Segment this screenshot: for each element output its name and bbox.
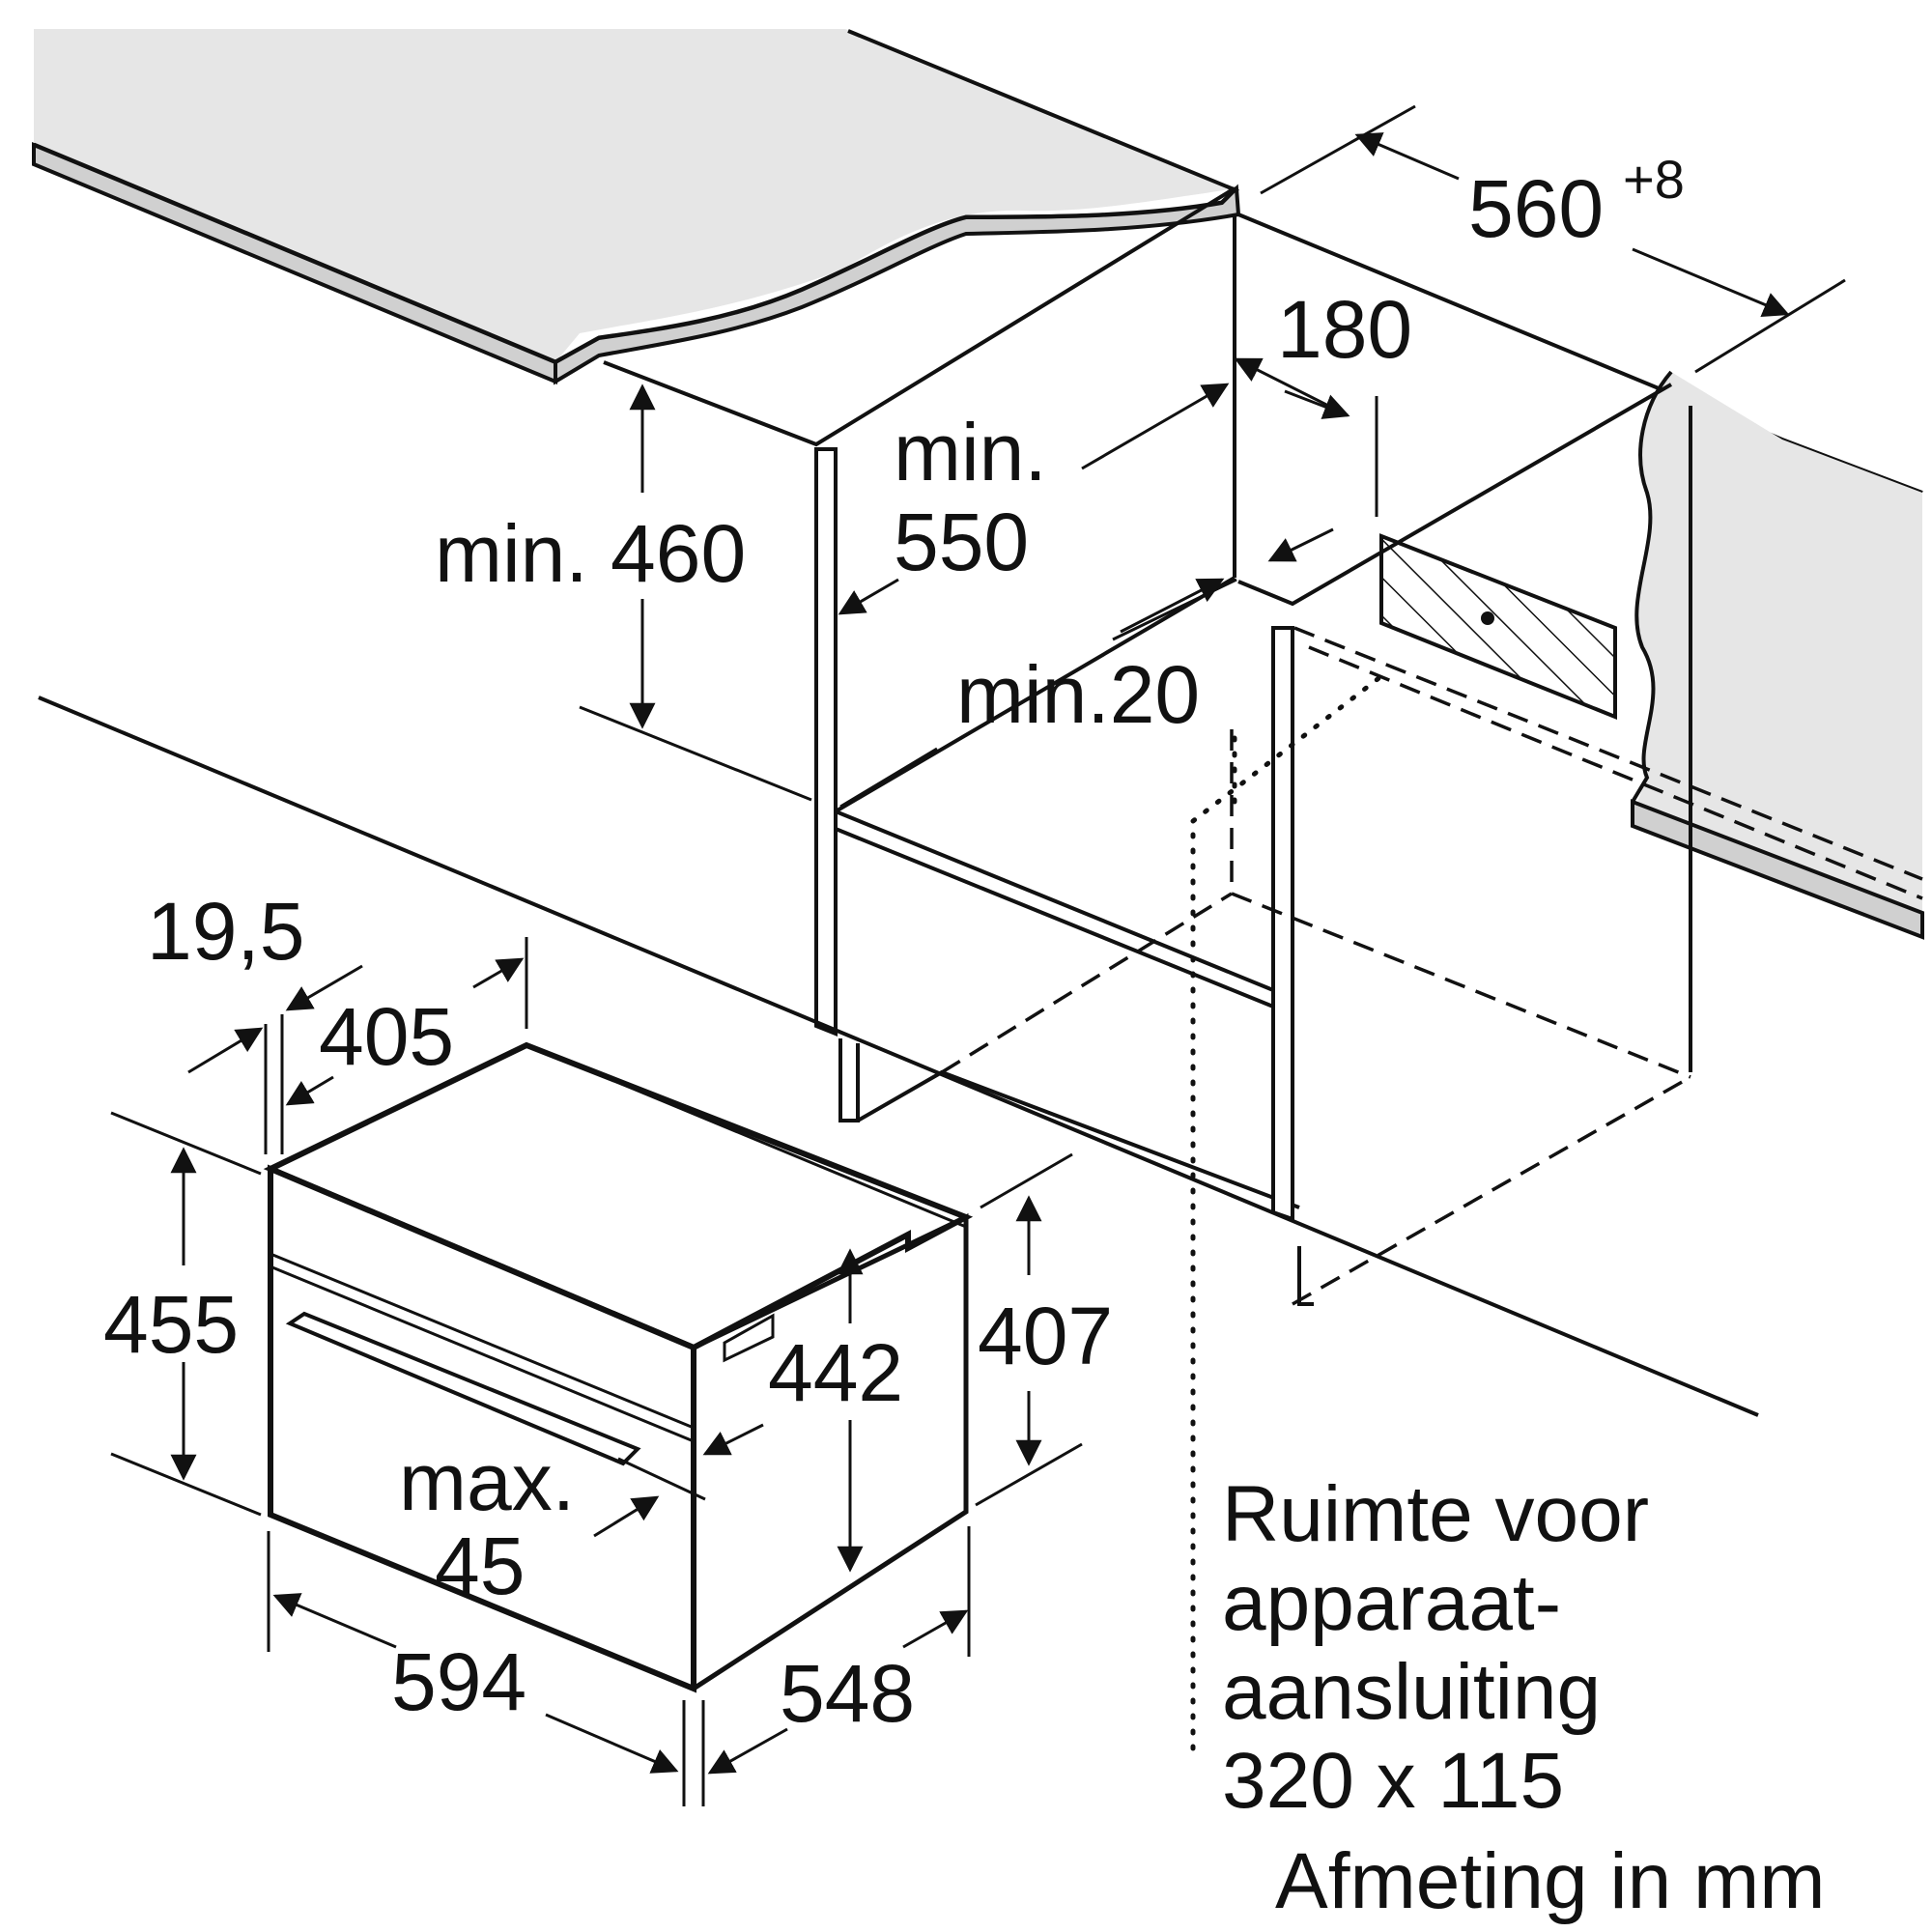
label-door-depth-line1: max. <box>399 1436 575 1527</box>
label-niche-width-tolerance: +8 <box>1623 149 1685 210</box>
floor-line <box>38 696 1759 1417</box>
label-width: 594 <box>391 1636 526 1727</box>
worktop-back-edge <box>847 29 1239 193</box>
oven-vent-icon <box>723 1313 775 1363</box>
dim-594-arrow-right <box>545 1713 679 1774</box>
dim-19-arrow-b <box>285 964 363 1011</box>
label-side-depth: 405 <box>319 991 454 1082</box>
connection-socket-icon <box>1481 611 1494 625</box>
label-connection-offset: 180 <box>1277 284 1412 375</box>
dim-20-arrow-b <box>1120 578 1225 634</box>
label-cabinet-depth-line2: 550 <box>894 497 1029 587</box>
worktop <box>32 29 1241 385</box>
dim-560-arrow-left <box>1354 132 1460 181</box>
dim-405-arrow-a <box>472 957 525 989</box>
worktop-surface <box>34 29 1236 362</box>
dim-455-ext-top <box>110 1111 262 1176</box>
label-housing-height: 407 <box>978 1291 1113 1381</box>
oven-door-handle <box>285 1311 641 1466</box>
connection-note: Ruimte voor apparaat- aansluiting 320 x … <box>1222 1470 1649 1825</box>
dim-45-arrow-b <box>593 1495 660 1538</box>
label-worktop-clearance: min. 460 <box>435 508 746 599</box>
label-overall-height: 455 <box>103 1279 239 1370</box>
worktop-curve-face <box>554 184 1241 385</box>
label-door-depth-line2: 45 <box>435 1520 525 1611</box>
dim-20-leader <box>839 747 938 809</box>
dim-550-arrow-bottom <box>838 578 899 615</box>
dim-455-ext-bottom <box>110 1452 262 1517</box>
niche-divider-base <box>1297 1246 1314 1306</box>
label-front-offset: 19,5 <box>147 886 305 977</box>
dim-560-arrow-right <box>1632 247 1790 318</box>
note-line-1: Ruimte voor <box>1222 1470 1649 1558</box>
dim-20-ext <box>1112 578 1237 641</box>
dim-20-arrow-a <box>1267 527 1334 562</box>
oven-control-strip <box>270 1252 695 1430</box>
cabinet-inner-line <box>834 576 1236 813</box>
dim-405-arrow-b <box>285 1075 334 1106</box>
dimension-lines <box>110 104 1846 1806</box>
dim-560-ext-right <box>1694 278 1846 374</box>
label-gap-min: min.20 <box>956 649 1200 740</box>
dimension-labels: 560 +8 180 min. 460 min. 550 min.20 19,5… <box>103 149 1685 1739</box>
dim-407-ext-top <box>980 1152 1073 1209</box>
hidden-edges <box>941 626 1923 1306</box>
cabinet-front-panel <box>814 447 838 1037</box>
label-niche-width: 560 <box>1468 163 1604 254</box>
oven <box>263 1041 974 1693</box>
oven-top-rail <box>574 1063 967 1229</box>
dim-548-arrow-right <box>902 1609 969 1649</box>
dim-460-ext <box>579 705 812 802</box>
note-line-3: aansluiting <box>1222 1648 1601 1736</box>
dim-45-ext <box>617 1457 706 1501</box>
connection-box <box>1379 533 1617 720</box>
niche-shelf-face <box>1631 799 1924 940</box>
oven-side <box>692 1213 969 1691</box>
connection-box-hatch <box>1379 533 1617 720</box>
label-cabinet-depth-line1: min. <box>894 407 1047 497</box>
dim-45-arrow-a <box>702 1423 764 1456</box>
note-line-4: 320 x 115 <box>1222 1737 1564 1825</box>
niche-divider-panel <box>1271 626 1294 1222</box>
dim-594-arrow-left <box>272 1593 397 1649</box>
dim-550-arrow-top <box>1081 383 1230 470</box>
dim-407-ext-bottom <box>975 1442 1083 1507</box>
dim-19-arrow-a <box>187 1027 264 1074</box>
connection-area-outline <box>1190 673 1384 1751</box>
label-niche-height: 442 <box>768 1327 903 1418</box>
cabinet-plinth <box>838 1038 860 1122</box>
niche-top-shelf <box>1237 383 1673 607</box>
units-label: Afmeting in mm <box>1275 1837 1826 1925</box>
dim-548-arrow-left <box>707 1727 788 1775</box>
dim-560-ext-left <box>1260 104 1416 195</box>
niche-wall-shape <box>1636 372 1922 913</box>
label-depth: 548 <box>780 1648 915 1739</box>
niche <box>1237 213 1924 1306</box>
niche-wall-edge <box>1631 370 1673 804</box>
note-line-2: apparaat- <box>1222 1559 1561 1647</box>
cabinet-top-edge <box>603 186 1236 447</box>
cabinet-base-floor <box>857 1069 1300 1209</box>
